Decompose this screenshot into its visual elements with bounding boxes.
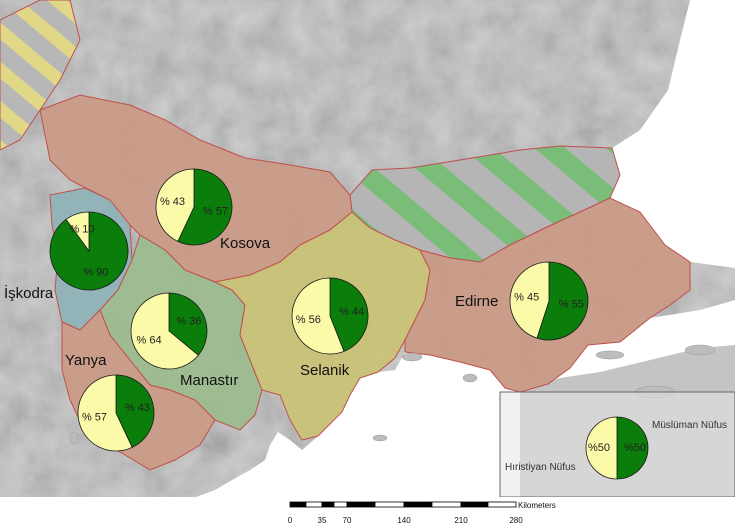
pie-slice-christian-legend xyxy=(585,416,618,480)
pie-label-muslim-legend: %50 xyxy=(624,442,646,454)
scale-segment xyxy=(346,501,376,508)
scale-segment xyxy=(305,501,323,508)
pie-slice-muslim-selanik xyxy=(329,277,369,352)
map-canvas: % 90 % 10 % 57 % 43 % 36 % 64 % 43 % 57 % 44 % 56… xyxy=(0,0,735,497)
pie-slice-christian-edirne xyxy=(509,261,550,339)
pie-slice-christian-yanya xyxy=(77,374,133,452)
legend-christian-label: Hıristiyan Nüfus xyxy=(505,462,576,473)
scale-segment xyxy=(460,501,489,508)
scale-tick-0: 0 xyxy=(288,516,293,525)
pie-label-christian-selanik: % 56 xyxy=(296,314,321,326)
pie-label-muslim-edirne: % 55 xyxy=(559,298,584,310)
scale-tick-35: 35 xyxy=(318,516,327,525)
pie-slice-muslim-kosova xyxy=(177,168,233,246)
pie-label-muslim-yanya: % 43 xyxy=(125,402,150,414)
pie-yanya: % 43 % 57 xyxy=(77,374,155,452)
pie-slice-muslim-manastir xyxy=(168,292,208,356)
pie-charts-layer: % 90 % 10 % 57 % 43 % 36 % 64 % 43 % 57 % 44 % 56… xyxy=(49,168,649,480)
scale-tick-70: 70 xyxy=(343,516,352,525)
pie-kosova: % 57 % 43 xyxy=(155,168,233,246)
pie-iskodra: % 90 % 10 xyxy=(49,211,129,291)
pie-manastir: % 36 % 64 xyxy=(130,292,208,370)
pie-label-christian-edirne: % 45 xyxy=(514,291,539,303)
pie-slice-muslim-legend xyxy=(616,416,649,480)
scale-bar: Kilometers 0 35 70 140 210 280 xyxy=(288,501,556,525)
scale-unit-label: Kilometers xyxy=(518,501,556,510)
scale-segment xyxy=(403,501,433,508)
pie-label-christian-yanya: % 57 xyxy=(82,412,107,424)
pie-slice-christian-manastir xyxy=(130,292,199,370)
label-yanya: Yanya xyxy=(65,352,107,369)
pie-slice-christian-selanik xyxy=(291,277,345,355)
scale-bar-segments xyxy=(289,501,517,508)
label-manastir: Manastır xyxy=(180,372,238,389)
label-iskodra: İşkodra xyxy=(4,284,54,302)
scale-segment xyxy=(431,501,462,508)
legend-muslim-label: Müslüman Nüfus xyxy=(652,420,727,431)
scale-segment xyxy=(374,501,405,508)
pie-slice-christian-iskodra xyxy=(65,211,90,253)
scale-segment xyxy=(321,501,335,508)
scale-tick-210: 210 xyxy=(454,516,468,525)
pie-label-christian-iskodra: % 10 xyxy=(69,223,94,235)
label-edirne: Edirne xyxy=(455,293,498,310)
scale-tick-280: 280 xyxy=(509,516,523,525)
pie-selanik: % 44 % 56 xyxy=(291,277,369,355)
pie-label-muslim-kosova: % 57 xyxy=(203,206,228,218)
label-selanik: Selanik xyxy=(300,362,350,379)
pie-label-christian-legend: %50 xyxy=(588,442,610,454)
scale-tick-140: 140 xyxy=(397,516,411,525)
pie-slice-christian-kosova xyxy=(155,168,195,242)
scale-segment xyxy=(289,501,307,508)
pie-slice-muslim-yanya xyxy=(115,374,155,448)
label-kosova: Kosova xyxy=(220,235,271,252)
pie-legend: %50 %50 xyxy=(585,416,649,480)
pie-slice-muslim-edirne xyxy=(536,261,589,341)
pie-label-christian-manastir: % 64 xyxy=(137,334,162,346)
pie-label-muslim-iskodra: % 90 xyxy=(83,266,108,278)
hatched-area-northwest xyxy=(0,0,81,151)
pie-edirne: % 55 % 45 xyxy=(509,261,589,341)
scale-segment xyxy=(333,501,348,508)
pie-label-muslim-manastir: % 36 xyxy=(176,316,201,328)
scale-segment xyxy=(487,501,517,508)
pie-label-muslim-selanik: % 44 xyxy=(339,306,364,318)
pie-label-christian-kosova: % 43 xyxy=(160,196,185,208)
